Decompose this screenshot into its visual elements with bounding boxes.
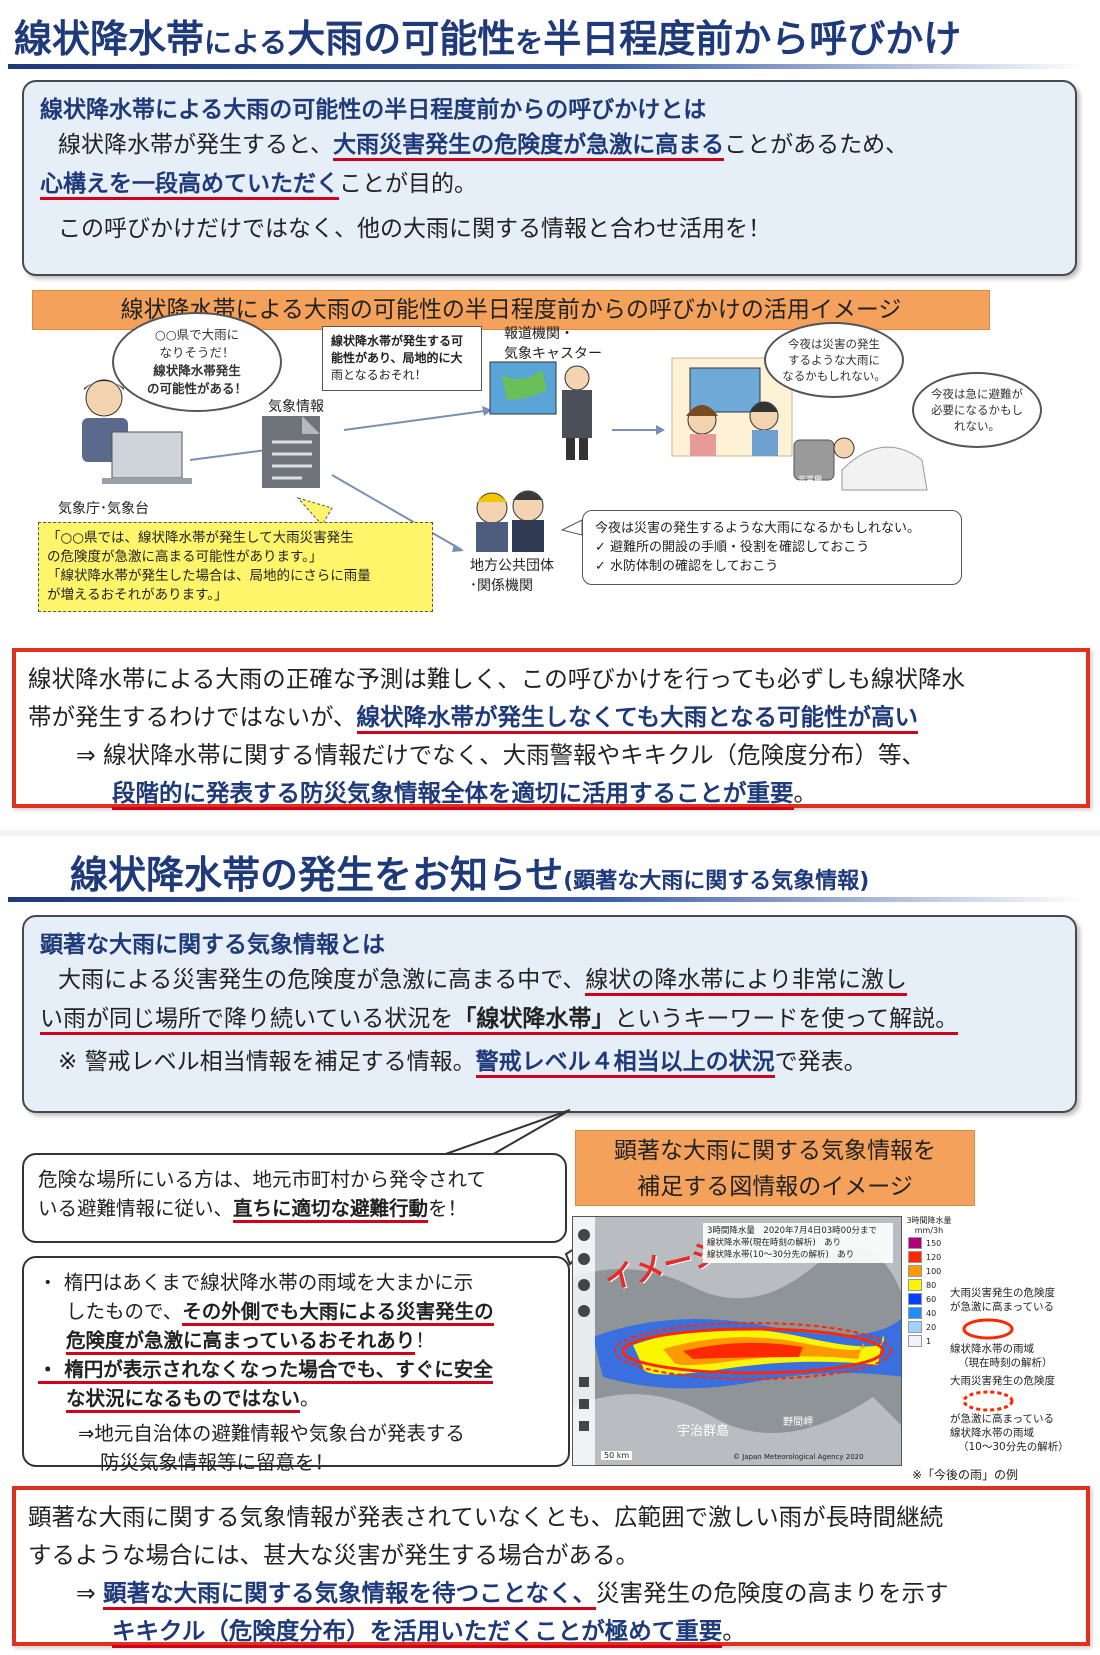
section1-conclusion-box: 線状降水帯による大雨の正確な予測は難しく、この呼びかけを行っても必ずしも線状降水…	[12, 648, 1090, 810]
usage-diagram-svg	[82, 357, 928, 552]
media-speech-bubble: 線状降水帯が発生する可 能性があり、局地的に大 雨となるおそれ！	[322, 326, 482, 391]
local-gov-speech-bubble: 今夜は災害の発生するような大雨になるかもしれない。 ✓ 避難所の開設の手順・役割…	[582, 510, 962, 585]
legend-value: 20	[926, 1322, 937, 1332]
jma-label: 気象庁･気象台	[58, 501, 149, 517]
legend-row: 20	[904, 1320, 954, 1334]
futon-icon	[841, 446, 928, 491]
legend-row: 80	[904, 1278, 954, 1292]
legend-swatch	[908, 1321, 922, 1333]
evacuation-speech-box: 危険な場所にいる方は、地元市町村から発令されて いる避難情報に従い、直ちに適切な…	[22, 1153, 567, 1243]
ellipse-legend-current-text-2: 線状降水帯の雨域 （現在時刻の解析）	[950, 1343, 1053, 1369]
arrow-info-to-localgov	[331, 474, 463, 551]
jma-person-hair	[84, 380, 124, 390]
arrow-head-localgov	[452, 544, 464, 552]
map-place-label-1: 宇治群島	[677, 1424, 730, 1439]
ellipse-notes-box: ・ 楕円はあくまで線状降水帯の雨域を大まかに示 したもので、その外側でも大雨によ…	[22, 1256, 570, 1474]
legend-value: 120	[926, 1252, 942, 1262]
legend-rows: 150 120 100 80 60 40 20 1	[904, 1236, 954, 1348]
emergency-bag-label: 非常用	[798, 475, 822, 484]
legend-swatch	[908, 1335, 922, 1347]
jma-thought-cloud: ○○県で大雨に なりそうだ！ 線状降水帯発生 の可能性がある！	[112, 312, 282, 412]
legend-row: 100	[904, 1264, 954, 1278]
announcement-yellow-box: 「○○県では、線状降水帯が発生して大雨災害発生 の危険度が急激に高まる可能性があ…	[38, 522, 433, 612]
arrow-head-family	[656, 425, 665, 435]
section2-title: 線状降水帯の発生をお知らせ(顕著な大雨に関する気象情報)	[70, 853, 870, 897]
speech-pointer	[439, 1109, 571, 1157]
section1-info-p1: 線状降水帯が発生すると、大雨災害発生の危険度が急激に高まることがあるため、	[40, 126, 1059, 165]
section1-title-rule	[8, 64, 1088, 69]
section1-info-heading: 線状降水帯による大雨の可能性の半日程度前からの呼びかけとは	[40, 97, 707, 123]
legend-swatch	[908, 1307, 922, 1319]
yellow-pointer	[296, 497, 333, 526]
usage-diagram: ○○県で大雨に なりそうだ！ 線状降水帯発生 の可能性がある！ 気象庁･気象台 …	[22, 312, 1082, 640]
weather-info-label: 気象情報	[268, 399, 324, 415]
legend-value: 100	[926, 1266, 942, 1276]
map-place-label-2: 野間岬	[783, 1417, 813, 1428]
rain-map-image: イメージ 3時間降水量 2020年7月4日03時00分まで 線状降水帯(現在時刻…	[572, 1216, 902, 1466]
map-scale: 50 km	[601, 1451, 633, 1460]
map-note: ※「今後の雨」の例	[912, 1468, 1019, 1482]
laptop-icon	[111, 431, 183, 479]
legend-swatch	[908, 1265, 922, 1277]
section1-title: 線状降水帯による大雨の可能性を半日程度前から呼びかけ	[14, 17, 962, 61]
ellipse-legend-current	[958, 1316, 1088, 1346]
emergency-bag-icon	[793, 439, 835, 481]
map-header: 3時間降水量 2020年7月4日03時00分まで 線状降水帯(現在時刻の解析) …	[703, 1223, 893, 1263]
ellipse-legend-future-text: 大雨災害発生の危険度	[950, 1375, 1055, 1387]
ellipse-dashed-icon	[962, 1390, 1014, 1412]
section2-conclusion-box: 顕著な大雨に関する気象情報が発表されていなくとも、広範囲で激しい雨が長時間継続 …	[12, 1486, 1090, 1648]
section-divider	[0, 830, 1100, 836]
legend-value: 60	[926, 1294, 937, 1304]
section2-info-heading: 顕著な大雨に関する気象情報とは	[40, 932, 385, 958]
legend-swatch	[908, 1251, 922, 1263]
legend-value: 1	[926, 1336, 932, 1346]
image-label-box: 顕著な大雨に関する気象情報を 補足する図情報のイメージ	[575, 1130, 975, 1206]
section1-info-p3: この呼びかけだけではなく、他の大雨に関する情報と合わせ活用を！	[58, 216, 771, 242]
media-label: 報道機関・ 気象キャスター	[504, 326, 602, 362]
arrow-head-media	[482, 406, 492, 416]
jma-person-head	[85, 379, 123, 417]
caster-body	[562, 390, 592, 438]
legend-value: 40	[926, 1308, 937, 1318]
sleeping-person-head	[833, 437, 855, 459]
family-thought-cloud-2: 今夜は急に避難が 必要になるかもし れない。	[912, 372, 1042, 448]
ellipse-legend-future-text-2: が急激に高まっている 線状降水帯の雨域 （10〜30分先の解析）	[950, 1413, 1069, 1453]
ellipse-legend-future	[958, 1388, 1018, 1418]
ellipse-solid-icon	[962, 1318, 1014, 1340]
legend-row: 150	[904, 1236, 954, 1250]
arrow-info-to-media	[343, 409, 493, 431]
legend-value: 80	[926, 1280, 937, 1290]
section1-info-p2: 心構えを一段高めていただくことが目的。	[40, 165, 1059, 204]
legend-row: 1	[904, 1334, 954, 1348]
map-copyright: © Japan Meteorological Agency 2020	[733, 1453, 864, 1461]
ellipse-legend-current-text: 大雨災害発生の危険度 が急激に高まっている	[950, 1287, 1055, 1313]
legend-swatch	[908, 1293, 922, 1305]
section1-info-box: 線状降水帯による大雨の可能性の半日程度前からの呼びかけとは 線状降水帯が発生する…	[22, 80, 1077, 276]
legend-row: 120	[904, 1250, 954, 1264]
tv-icon	[689, 367, 761, 413]
legend-value: 150	[926, 1238, 942, 1248]
legend-row: 40	[904, 1306, 954, 1320]
family-thought-cloud-1: 今夜は災害の発生 するような大雨に なるかもしれない。	[764, 322, 904, 398]
legend-row: 60	[904, 1292, 954, 1306]
legend-swatch	[908, 1237, 922, 1249]
section2-info-box: 顕著な大雨に関する気象情報とは 大雨による災害発生の危険度が急激に高まる中で、線…	[22, 915, 1077, 1113]
section2-title-rule	[8, 897, 1088, 902]
legend-swatch	[908, 1279, 922, 1291]
laptop-base	[102, 478, 192, 484]
caster-head	[564, 365, 590, 391]
local-gov-label: 地方公共団体 ･関係機関	[470, 558, 554, 594]
